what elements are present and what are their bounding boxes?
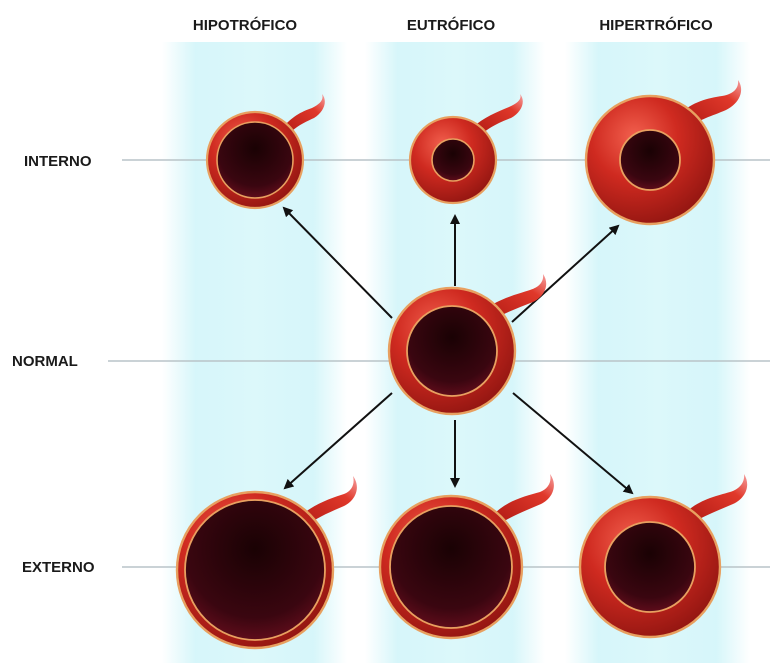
row-label-normal: NORMAL	[12, 353, 78, 370]
row-label-interno: INTERNO	[24, 153, 92, 170]
vessel-lumen	[605, 522, 695, 612]
column-header-hipertrofico: HIPERTRÓFICO	[599, 16, 713, 34]
vessel-lumen	[390, 506, 512, 628]
column-header-eutrofico: EUTRÓFICO	[407, 16, 496, 34]
vessel-lumen	[407, 306, 497, 396]
vessel-lumen	[432, 139, 474, 181]
vessel-lumen	[217, 122, 293, 198]
column-header-hipotrofico: HIPOTRÓFICO	[193, 16, 297, 34]
vessel-lumen	[185, 500, 325, 640]
vessel-lumen	[620, 130, 680, 190]
row-label-externo: EXTERNO	[22, 559, 95, 576]
